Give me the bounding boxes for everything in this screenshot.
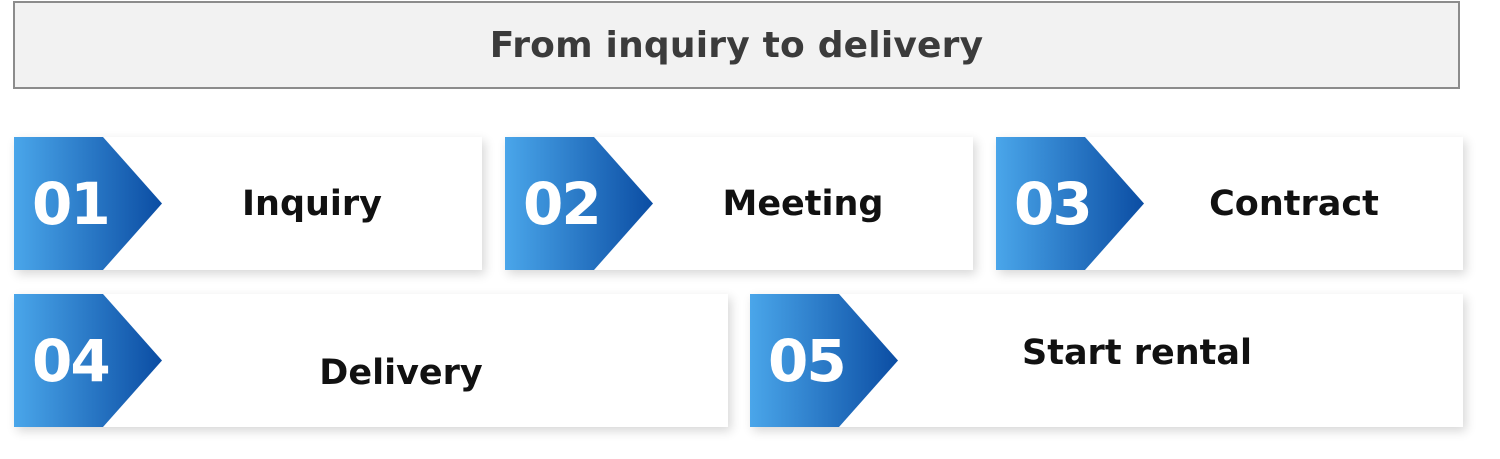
step-badge-1: 01: [14, 137, 162, 270]
step-badge-4: 04: [14, 294, 162, 427]
step-number: 05: [768, 326, 847, 395]
step-number: 02: [523, 169, 602, 238]
diagram-title: From inquiry to delivery: [489, 24, 984, 66]
step-badge-3: 03: [996, 137, 1144, 270]
step-number: 04: [32, 326, 111, 395]
step-card-3: 03 Contract: [996, 137, 1463, 270]
step-card-4: 04 Delivery: [14, 294, 728, 427]
step-label: Contract: [1209, 183, 1379, 224]
step-label: Delivery: [319, 352, 483, 393]
title-box: From inquiry to delivery: [13, 1, 1460, 89]
chevron-arrow-icon: [750, 294, 898, 427]
step-card-2: 02 Meeting: [505, 137, 973, 270]
step-card-1: 01 Inquiry: [14, 137, 482, 270]
step-badge-2: 02: [505, 137, 653, 270]
step-card-5: 05 Start rental: [750, 294, 1463, 427]
chevron-arrow-icon: [14, 137, 162, 270]
step-label: Start rental: [1022, 332, 1252, 373]
chevron-arrow-icon: [505, 137, 653, 270]
chevron-arrow-icon: [14, 294, 162, 427]
step-number: 03: [1014, 169, 1093, 238]
chevron-arrow-icon: [996, 137, 1144, 270]
step-number: 01: [32, 169, 111, 238]
step-label: Meeting: [722, 183, 884, 224]
step-badge-5: 05: [750, 294, 898, 427]
step-label: Inquiry: [242, 183, 382, 224]
